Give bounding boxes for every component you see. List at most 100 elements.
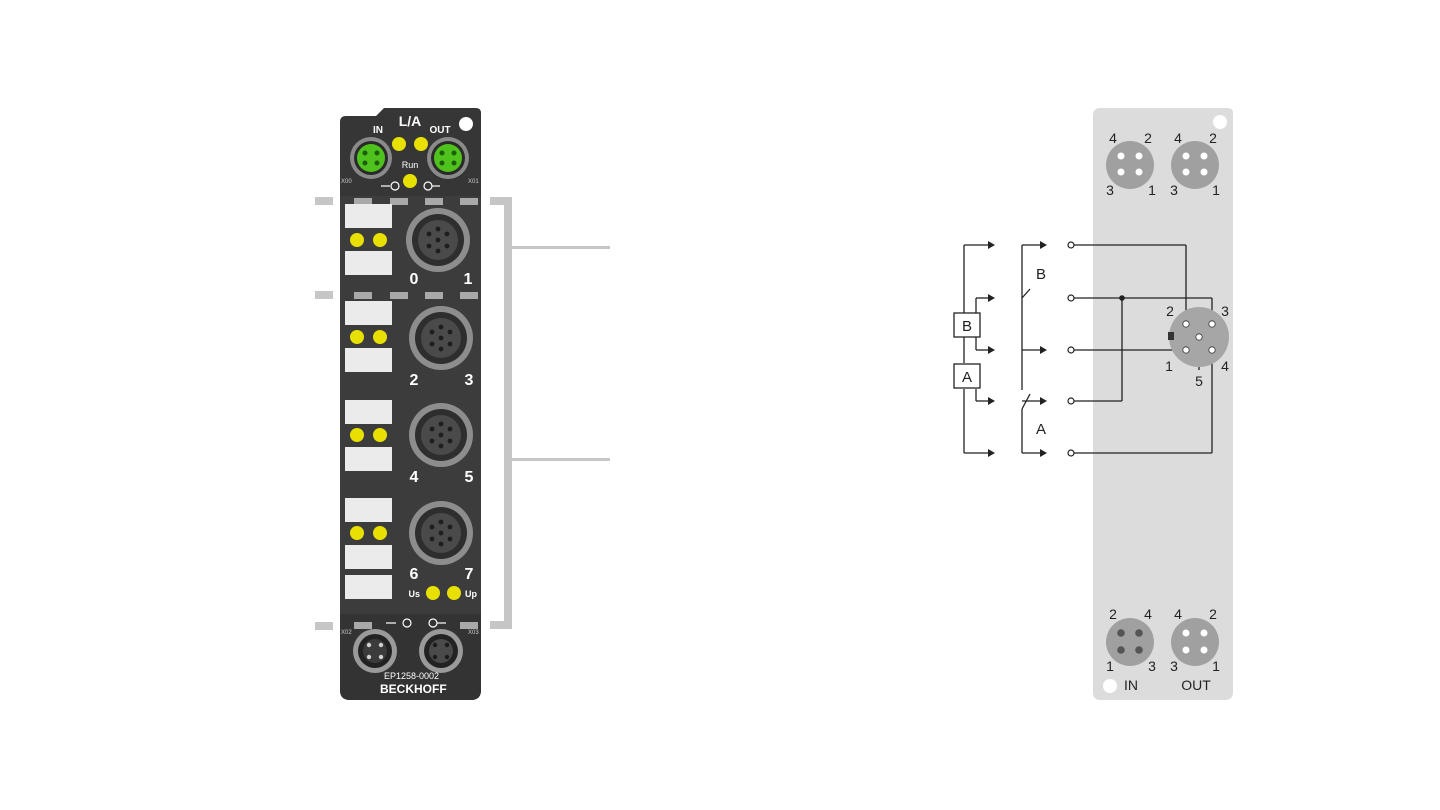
box-a-label: A <box>962 369 972 386</box>
label-sticker <box>345 400 392 424</box>
box-b: B <box>953 312 981 338</box>
pin-label: 2 <box>1166 303 1174 319</box>
left-bracket-markers <box>315 197 333 630</box>
mounting-hole-top <box>459 117 473 131</box>
us-label: Us <box>408 589 420 599</box>
channel-block-6-7: 6 7 <box>345 498 474 599</box>
pin-label: 4 <box>1174 606 1182 622</box>
la-label: L/A <box>399 113 422 129</box>
la-led-left <box>392 137 406 151</box>
up-label: Up <box>465 589 477 599</box>
channel-led <box>350 428 364 442</box>
pin-label: 2 <box>1209 130 1217 146</box>
pin-label: 3 <box>1106 182 1114 198</box>
pin-label: 2 <box>1209 606 1217 622</box>
model-label: EP1258-0002 <box>384 671 439 681</box>
switch-b-label: B <box>1036 266 1046 283</box>
us-led <box>426 586 440 600</box>
pin-label: 3 <box>1148 658 1156 674</box>
brand-logo: BECKHOFF <box>380 682 447 696</box>
box-a: A <box>953 363 981 389</box>
run-led <box>403 174 417 188</box>
bottom-out-connector-symbol: 4 2 3 1 OUT <box>1170 606 1220 693</box>
wiring-lines <box>963 244 1213 454</box>
m12-socket-4-5[interactable] <box>409 403 473 467</box>
pin-label: 4 <box>1221 358 1229 374</box>
device-illustration: L/A IN OUT Run X00 X01 <box>315 108 610 700</box>
channel-separators <box>354 198 478 299</box>
channel-led <box>373 526 387 540</box>
pin-label: 3 <box>1170 658 1178 674</box>
right-bracket <box>490 197 610 629</box>
ethercat-out-connector[interactable] <box>427 137 469 179</box>
out-label: OUT <box>1181 677 1211 693</box>
x01-label: X01 <box>468 179 479 185</box>
switch-a-label: A <box>1036 421 1046 438</box>
channel-block-0-1: 0 1 <box>345 204 473 288</box>
x00-label: X00 <box>341 179 352 185</box>
label-sticker <box>345 545 392 569</box>
label-sticker <box>345 575 392 599</box>
pin-label: 3 <box>1170 182 1178 198</box>
pin-label: 1 <box>1106 658 1114 674</box>
terminals <box>1067 241 1075 457</box>
la-led-right <box>414 137 428 151</box>
channel-led <box>350 233 364 247</box>
run-label: Run <box>402 160 419 170</box>
channel-number: 4 <box>410 469 419 486</box>
junction-dot <box>1119 295 1125 301</box>
channel-block-2-3: 2 3 <box>345 301 474 389</box>
channel-number: 2 <box>410 372 419 389</box>
label-sticker <box>345 348 392 372</box>
channel-number: 3 <box>465 372 474 389</box>
channel-number: 7 <box>465 566 474 583</box>
pin-label: 1 <box>1212 658 1220 674</box>
pin-label: 2 <box>1144 130 1152 146</box>
in-label: IN <box>1124 677 1138 693</box>
pin-label: 5 <box>1195 373 1203 389</box>
m12-socket-6-7[interactable] <box>409 501 473 565</box>
m12-socket-symbol: 2 3 1 5 4 <box>1165 303 1229 389</box>
power-separators <box>354 622 478 629</box>
channel-led <box>373 428 387 442</box>
top-left-connector-symbol: 4 2 3 1 <box>1106 130 1156 198</box>
channel-number: 0 <box>410 271 419 288</box>
channel-led <box>373 330 387 344</box>
pin-label: 4 <box>1174 130 1182 146</box>
channel-led <box>373 233 387 247</box>
out-port-label: OUT <box>429 125 450 136</box>
panel-hole-bottom <box>1103 679 1117 693</box>
channel-number: 6 <box>410 566 419 583</box>
schematic-panel <box>1093 108 1233 700</box>
in-port-label: IN <box>373 125 383 136</box>
m12-socket-0-1[interactable] <box>406 208 470 272</box>
x03-label: X03 <box>468 630 479 636</box>
channel-number: 5 <box>465 469 474 486</box>
channel-led <box>350 330 364 344</box>
top-right-connector-symbol: 4 2 3 1 <box>1170 130 1220 198</box>
pin-label: 3 <box>1221 303 1229 319</box>
wiring-schematic: 4 2 3 1 4 2 3 1 2 4 1 3 IN 4 2 3 <box>953 108 1233 700</box>
label-sticker <box>345 251 392 275</box>
label-sticker <box>345 447 392 471</box>
pin-label: 1 <box>1165 358 1173 374</box>
pin-label: 4 <box>1144 606 1152 622</box>
channel-number: 1 <box>464 271 473 288</box>
label-sticker <box>345 498 392 522</box>
pin-label: 2 <box>1109 606 1117 622</box>
flow-arrows-bottom <box>386 618 446 628</box>
bottom-in-connector-symbol: 2 4 1 3 IN <box>1106 606 1156 693</box>
power-in-connector[interactable] <box>353 629 397 673</box>
x02-label: X02 <box>341 630 352 636</box>
power-out-connector[interactable] <box>419 629 463 673</box>
panel-hole-top <box>1213 115 1227 129</box>
flow-arrows-top <box>381 181 440 191</box>
channel-block-4-5: 4 5 <box>345 400 474 486</box>
m12-socket-2-3[interactable] <box>409 306 473 370</box>
pin-label: 4 <box>1109 130 1117 146</box>
arrowheads <box>988 241 1047 457</box>
pin-label: 1 <box>1212 182 1220 198</box>
ethercat-in-connector[interactable] <box>350 137 392 179</box>
label-sticker <box>345 301 392 325</box>
